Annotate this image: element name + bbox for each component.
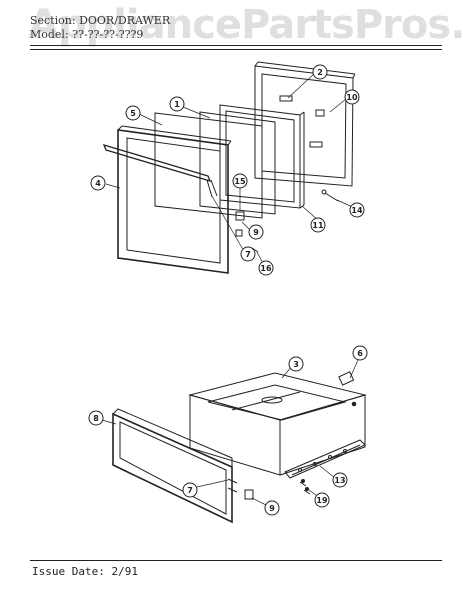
leader-lines	[101, 72, 359, 508]
callout-11: 11	[310, 217, 326, 233]
issue-date-label: Issue Date:	[32, 565, 105, 578]
model-value: ??-??-??-???9	[72, 28, 144, 41]
latch-slot	[315, 109, 325, 117]
section-label: Section:	[30, 14, 76, 27]
drawer-floor-hole	[261, 396, 283, 404]
svg-text:6: 6	[357, 349, 363, 358]
svg-text:10: 10	[346, 93, 358, 102]
callout-6: 6	[352, 345, 368, 361]
svg-text:15: 15	[234, 177, 246, 186]
svg-text:5: 5	[130, 109, 136, 118]
svg-text:7: 7	[187, 486, 193, 495]
drawer-body-top	[188, 372, 367, 421]
insulation-pad-inner	[225, 110, 295, 203]
callout-5: 5	[125, 105, 141, 121]
drawer-front-panel-inner	[119, 421, 227, 515]
callout-2: 2	[312, 64, 328, 80]
issue-date: Issue Date: 2/91	[32, 565, 138, 578]
watermark: AppliancePartsPros.com	[28, 2, 463, 48]
clip-screw	[351, 401, 357, 407]
section-line: Section: DOOR/DRAWER	[30, 14, 170, 28]
callout-4: 4	[90, 175, 106, 191]
drawer-front-panel	[112, 412, 233, 524]
drawer-front-lip	[112, 408, 233, 468]
window-pack	[154, 112, 263, 219]
outer-door-frame-inner	[126, 137, 221, 264]
callout-7-drawer: 7	[182, 482, 198, 498]
door-handle	[102, 143, 212, 183]
callout-9-door: 9	[248, 224, 264, 240]
callout-14: 14	[349, 202, 365, 218]
svg-text:13: 13	[334, 476, 345, 485]
drawer-slide-rail	[284, 439, 366, 479]
svg-text:14: 14	[351, 206, 363, 215]
svg-text:2: 2	[317, 68, 323, 77]
callout-8: 8	[88, 410, 104, 426]
callout-1: 1	[169, 96, 185, 112]
callout-15: 15	[232, 173, 248, 189]
callout-10: 10	[344, 89, 360, 105]
svg-text:19: 19	[316, 496, 328, 505]
drawer-clip	[338, 371, 355, 386]
svg-text:9: 9	[269, 504, 275, 513]
header-rule-top	[30, 45, 442, 46]
callout-13: 13	[332, 472, 348, 488]
outer-door-frame	[117, 129, 229, 274]
section-value: DOOR/DRAWER	[79, 14, 171, 27]
hinge-slot-upper	[279, 95, 293, 102]
model-line: Model: ??-??-??-???9	[30, 28, 170, 42]
drawer-spacer	[244, 489, 254, 500]
drawer-inner-floor	[207, 384, 347, 421]
svg-text:9: 9	[253, 228, 259, 237]
hinge-slot-lower	[309, 141, 323, 148]
callout-19: 19	[314, 492, 330, 508]
callout-9-drawer: 9	[264, 500, 280, 516]
door-assembly	[102, 61, 356, 274]
handle-spacer	[235, 229, 243, 237]
svg-text:3: 3	[293, 360, 299, 369]
callouts: 1 2 3 4 5 6 7 7 8 9 9 10 11 13 14 1	[88, 64, 368, 516]
svg-text:7: 7	[245, 250, 251, 259]
model-label: Model:	[30, 28, 69, 41]
door-glass	[199, 111, 276, 215]
issue-date-value: 2/91	[111, 565, 138, 578]
diagram-header: Section: DOOR/DRAWER Model: ??-??-??-???…	[30, 14, 170, 42]
svg-text:4: 4	[95, 179, 101, 188]
drawer-body-front	[189, 394, 281, 476]
svg-text:1: 1	[174, 100, 180, 109]
callout-3: 3	[288, 356, 304, 372]
door-screw	[321, 189, 327, 195]
drawer-assembly	[112, 371, 367, 524]
callout-7-door: 7	[240, 246, 256, 262]
header-rule-bottom	[30, 49, 442, 50]
drawer-body-side	[279, 394, 366, 476]
handle-bracket	[235, 211, 245, 221]
svg-text:11: 11	[312, 221, 324, 230]
callout-16: 16	[258, 260, 274, 276]
svg-text:8: 8	[93, 414, 99, 423]
svg-text:16: 16	[260, 264, 272, 273]
footer-rule	[30, 560, 442, 561]
